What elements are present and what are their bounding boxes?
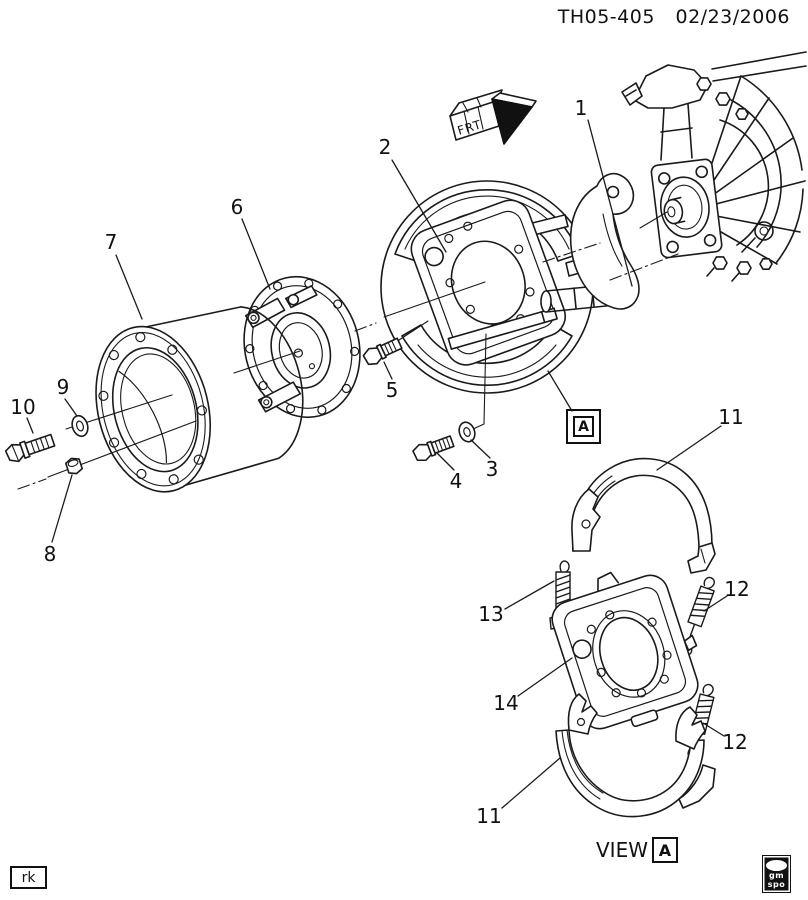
callout-8: 8	[43, 542, 57, 566]
callout-3: 3	[485, 457, 499, 481]
gm-logo-oval	[766, 860, 787, 871]
artist-stamp: rk	[10, 866, 47, 889]
gm-spo-logo: gm spo	[762, 855, 791, 893]
callout-12-lower: 12	[722, 730, 748, 754]
drawing-header: TH05-405 02/23/2006	[544, 6, 790, 28]
callout-4: 4	[449, 469, 463, 493]
view-label-text: VIEW	[596, 838, 648, 862]
transmission-housing	[621, 51, 807, 282]
detail-a-letter: A	[573, 416, 594, 437]
brake-shoe-lower	[555, 693, 716, 818]
callout-7: 7	[104, 230, 118, 254]
washer-3	[458, 421, 476, 443]
bolt-10	[4, 433, 56, 463]
washer-9	[71, 414, 89, 438]
backing-plate	[551, 571, 699, 730]
frt-direction-arrow: FRT	[449, 89, 537, 145]
callout-14: 14	[493, 691, 519, 715]
bolt-5	[362, 337, 403, 366]
view-letter-box: A	[652, 837, 678, 863]
nut-8	[64, 457, 84, 475]
return-spring-12-upper	[679, 576, 715, 657]
leader-lines	[26, 119, 728, 809]
brake-drum	[95, 306, 304, 493]
callout-11-lower: 11	[476, 804, 502, 828]
callout-9: 9	[56, 375, 70, 399]
view-a-label: VIEW A	[596, 837, 678, 863]
callout-1: 1	[574, 96, 588, 120]
frt-label: FRT	[456, 117, 484, 138]
callout-5: 5	[385, 378, 399, 402]
callout-6: 6	[230, 195, 244, 219]
drawing-date: 02/23/2006	[675, 6, 790, 28]
detail-a-marker: A	[566, 409, 601, 444]
callout-12-upper: 12	[724, 577, 750, 601]
gm-logo-line1: gm	[768, 871, 785, 880]
callout-13: 13	[478, 602, 504, 626]
gm-logo-line2: spo	[767, 880, 786, 889]
drawing-code: TH05-405	[557, 6, 655, 28]
centerlines	[17, 211, 679, 490]
parking-brake-assembly	[380, 180, 594, 394]
callout-2: 2	[378, 135, 392, 159]
parking-brake-lever	[569, 172, 640, 310]
hub-adapter	[243, 275, 361, 419]
callout-11-upper: 11	[718, 405, 744, 429]
callout-10: 10	[10, 395, 36, 419]
bolt-4	[412, 435, 455, 462]
brake-shoe-upper	[571, 457, 716, 574]
